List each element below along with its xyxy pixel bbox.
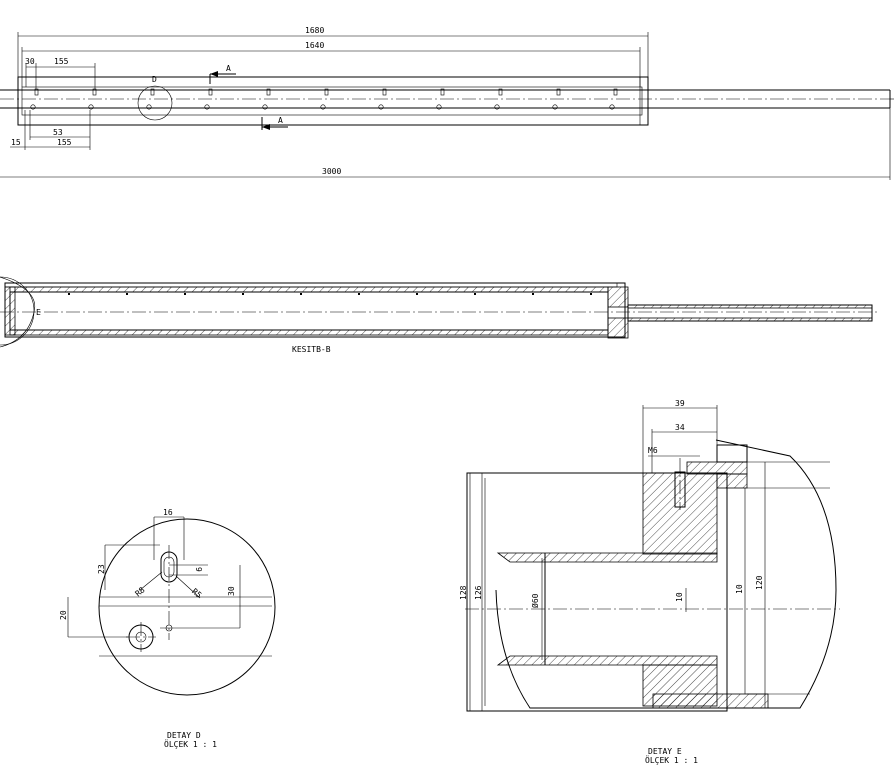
dim-30-155-top: 30 155 (25, 57, 96, 89)
svg-text:30: 30 (25, 57, 35, 66)
detail-e-title: DETAY E (648, 747, 682, 756)
svg-text:Ø60: Ø60 (530, 593, 540, 608)
svg-text:34: 34 (675, 423, 685, 432)
svg-text:1680: 1680 (305, 26, 324, 35)
detail-e: 39 34 M6 128 126 Ø60 10 10 120 DETAY E Ö… (459, 399, 840, 765)
svg-text:128: 128 (459, 585, 468, 600)
detail-d-callout-circle (137, 85, 173, 121)
dim-15-155-bottom: 15 155 (10, 110, 91, 150)
section-title: KESITB-B (292, 345, 331, 354)
svg-text:39: 39 (675, 399, 685, 408)
svg-text:R5: R5 (190, 587, 203, 600)
svg-text:10: 10 (675, 592, 684, 602)
section-hole-marks (68, 293, 592, 295)
dim-1680: 1680 (17, 26, 649, 77)
section-a-label-top: A (226, 64, 231, 73)
svg-text:R8: R8 (133, 585, 146, 598)
section-arrow-bottom: A (261, 116, 288, 130)
section-arrow-top: A (209, 64, 236, 84)
detail-e-scale: ÖLÇEK 1 : 1 (645, 755, 698, 765)
detail-e-marker: E (36, 308, 41, 317)
svg-text:20: 20 (59, 610, 68, 620)
svg-text:23: 23 (97, 564, 106, 574)
svg-text:16: 16 (163, 508, 173, 517)
detail-d-scale: ÖLÇEK 1 : 1 (164, 739, 217, 749)
section-view-b-b: E KESITB-B (0, 276, 880, 354)
svg-text:M6: M6 (648, 446, 658, 455)
svg-text:126: 126 (474, 585, 483, 600)
top-view: D A A 1680 1640 (0, 26, 896, 180)
svg-text:10: 10 (735, 584, 744, 594)
detail-d-title: DETAY D (167, 731, 201, 740)
svg-text:30: 30 (227, 586, 236, 596)
detail-d: 16 23 9 30 20 R8 R5 DETAY D ÖLÇEK 1 : 1 (59, 508, 276, 749)
svg-text:1640: 1640 (305, 41, 324, 50)
section-a-label-bottom: A (278, 116, 283, 125)
dim-1640: 1640 (21, 41, 641, 87)
svg-text:120: 120 (755, 575, 764, 590)
svg-text:9: 9 (194, 567, 203, 572)
detail-d-marker: D (152, 75, 157, 84)
svg-text:155: 155 (57, 138, 72, 147)
svg-text:53: 53 (53, 128, 63, 137)
svg-text:155: 155 (54, 57, 69, 66)
top-slot-marks (34, 88, 618, 96)
svg-text:15: 15 (11, 138, 21, 147)
svg-text:3000: 3000 (322, 167, 341, 176)
dim-53: 53 (29, 110, 90, 140)
dim-3000: 3000 (0, 108, 891, 180)
bottom-hole-marks (30, 104, 615, 110)
